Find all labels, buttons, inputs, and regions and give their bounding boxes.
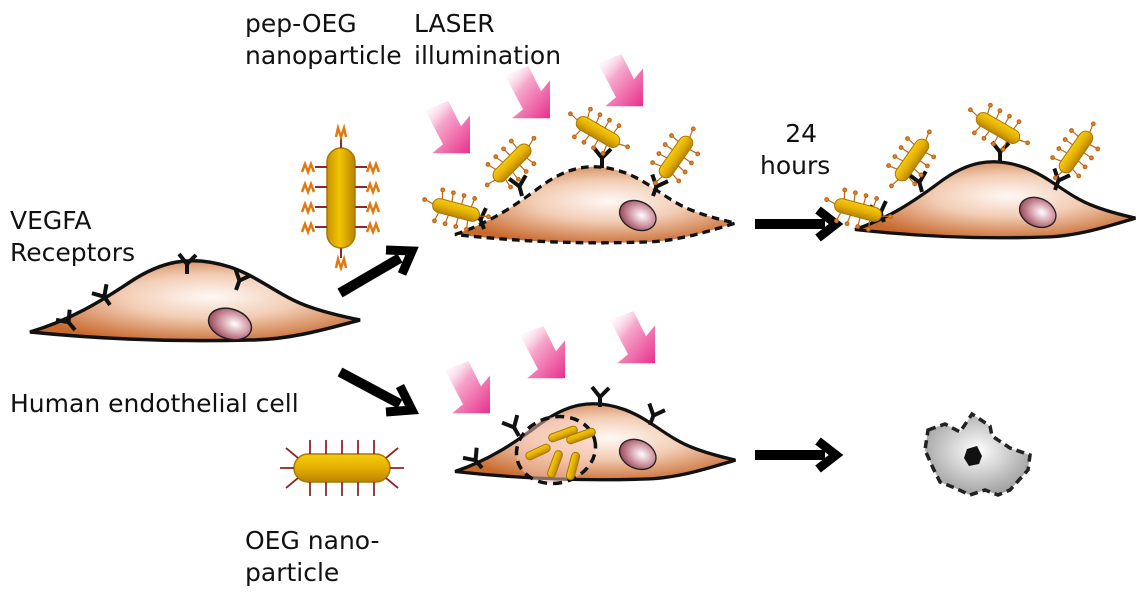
vegfa-label-line1: VEGFA [10, 206, 92, 235]
vegfa-receptors-label: VEGFA Receptors [10, 205, 135, 269]
arrow-to-cell-death [755, 437, 844, 473]
laser-label-line1: LASER [414, 9, 495, 38]
oeg-label: OEG nano- particle [245, 525, 380, 589]
nucleus [207, 307, 253, 341]
time-label-line1: 24 [785, 119, 818, 148]
oeg-nanoparticle-icon [280, 440, 404, 496]
targeted-cell-illuminated [453, 165, 738, 245]
arrow-24-hours [755, 206, 844, 242]
pep-label-line2: nanoparticle [245, 41, 402, 70]
pep-oeg-label: pep-OEG nanoparticle [245, 8, 402, 72]
oeg-label-line1: OEG nano- [245, 526, 380, 555]
surviving-cell [853, 160, 1138, 240]
oeg-label-line2: particle [245, 558, 340, 587]
laser-arrows-bottom [445, 311, 655, 414]
vegfa-label-line2: Receptors [10, 238, 136, 267]
laser-label: LASER illumination [414, 8, 561, 72]
endosome-with-nanoparticles [514, 414, 598, 486]
laser-label-line2: illumination [414, 41, 562, 70]
internalizing-cell [453, 402, 738, 482]
arrow-to-targeted [337, 245, 419, 298]
cell-label: Human endothelial cell [10, 389, 299, 418]
pep-label-line1: pep-OEG [245, 9, 357, 38]
dead-cell [923, 411, 1032, 497]
pep-oeg-nanoparticle-icon [300, 123, 381, 272]
initial-endothelial-cell [28, 258, 362, 343]
arrow-to-untargeted [337, 367, 420, 417]
time-label: 24 hours [760, 118, 830, 182]
time-label-line2: hours [760, 151, 831, 180]
